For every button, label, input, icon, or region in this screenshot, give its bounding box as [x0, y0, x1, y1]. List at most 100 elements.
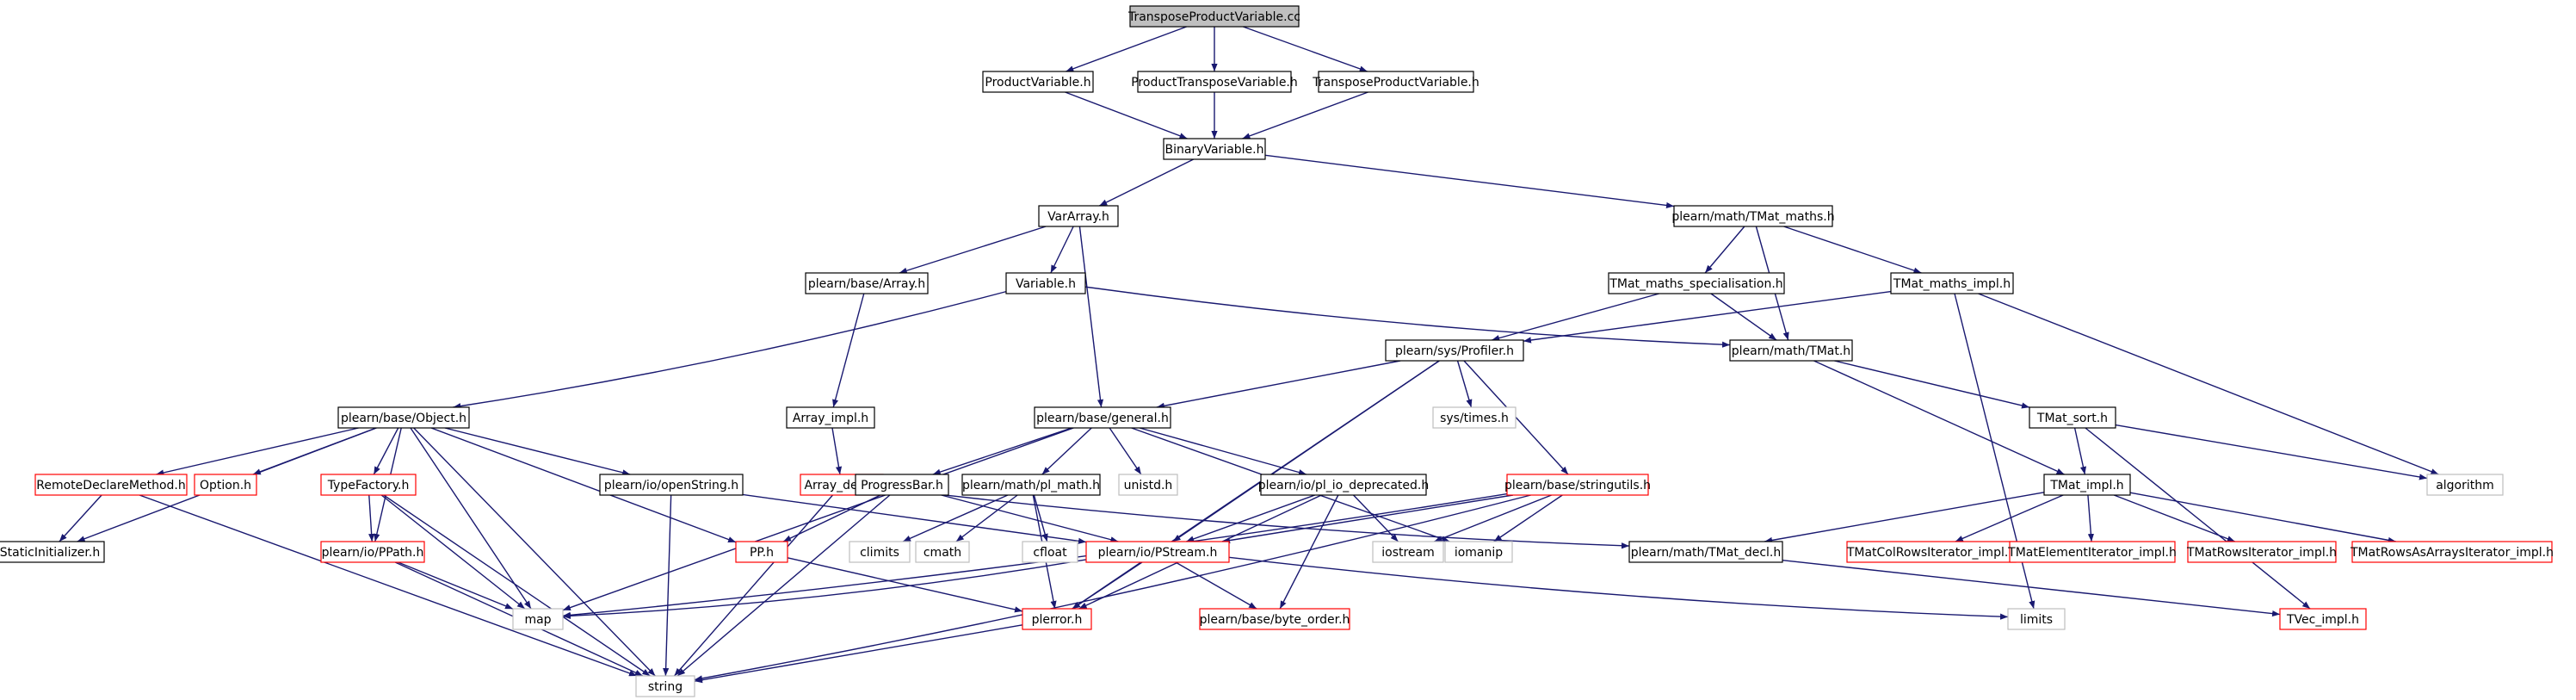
node-label: RemoteDeclareMethod.h: [36, 479, 185, 492]
node-plearn-io-ppath-h[interactable]: plearn/io/PPath.h: [320, 541, 425, 563]
edge-object-to-option: [252, 427, 377, 475]
node-box: [961, 474, 1101, 496]
node-box: [982, 71, 1094, 93]
node-label: TMatRowsIterator_impl.h: [2186, 546, 2337, 560]
node-box: [735, 541, 788, 563]
node-tmat-maths-impl-h[interactable]: TMat_maths_impl.h: [1890, 272, 2014, 294]
edge-root-to-transprodvar: [1243, 26, 1368, 72]
node-progressbar-h[interactable]: ProgressBar.h: [855, 474, 949, 496]
node-productvariable-h[interactable]: ProductVariable.h: [982, 71, 1094, 93]
node-plearn-io-pstream-h[interactable]: plearn/io/PStream.h: [1085, 541, 1230, 563]
edge-general-to-progressbar: [932, 427, 1072, 475]
node-box: [599, 474, 744, 496]
node-unistd-h: unistd.h: [1118, 474, 1178, 496]
node-box: [2187, 541, 2337, 563]
edge-productvar-to-binaryvar: [1065, 91, 1188, 139]
node-plearn-base-object-h[interactable]: plearn/base/Object.h: [337, 406, 470, 429]
node-tmat-sort-h[interactable]: TMat_sort.h: [2029, 406, 2116, 429]
node-tmat-impl-h[interactable]: TMat_impl.h: [2043, 474, 2131, 496]
node-box: [194, 474, 257, 496]
edge-general-to-plmath: [1041, 427, 1092, 475]
edge-tmatimpl-to-tmatdecl: [1764, 492, 2045, 543]
node-box: [1890, 272, 2014, 294]
node-typefactory-h[interactable]: TypeFactory.h: [320, 474, 417, 496]
node-transposeproductvariable-h[interactable]: TransposeProductVariable.h: [1312, 71, 1480, 93]
edge-tmatmaths-to-tmatspec: [1704, 226, 1745, 274]
edge-arraydecl-to-tmatdecl: [882, 487, 1630, 549]
node-plearn-math-tmat-maths-h[interactable]: plearn/math/TMat_maths.h: [1671, 205, 1835, 227]
node-plearn-io-pl-io-deprecated-h[interactable]: plearn/io/pl_io_deprecated.h: [1258, 474, 1430, 496]
node-box: [320, 541, 425, 563]
edge-pliodep-to-pstream: [1185, 494, 1316, 542]
node-pp-h[interactable]: PP.h: [735, 541, 788, 563]
edge-vararray-to-general: [1078, 226, 1104, 408]
edge-remotedecl-to-staticinit: [59, 494, 102, 542]
node-label: plearn/math/TMat_maths.h: [1671, 210, 1834, 224]
node-remotedeclaremethod-h[interactable]: RemoteDeclareMethod.h: [34, 474, 188, 496]
node-staticinitializer-h[interactable]: StaticInitializer.h: [0, 541, 105, 563]
edge-pstream-to-limits: [1228, 556, 2009, 620]
edge-tmat-to-tmatimpl: [1813, 360, 2065, 475]
node-plerror-h[interactable]: plerror.h: [1022, 608, 1092, 630]
node-array-impl-h[interactable]: Array_impl.h: [786, 406, 875, 429]
node-tmatelementiterator-impl-h[interactable]: TMatElementIterator_impl.h: [2007, 541, 2177, 563]
node-plearn-base-byte-order-h[interactable]: plearn/base/byte_order.h: [1199, 608, 1350, 630]
node-variable-h[interactable]: Variable.h: [1005, 272, 1086, 294]
node-box: [1118, 474, 1178, 496]
node-label: ProductVariable.h: [985, 76, 1090, 90]
node-plearn-math-pl-math-h[interactable]: plearn/math/pl_math.h: [961, 474, 1101, 496]
node-algorithm: algorithm: [2426, 474, 2504, 496]
node-tmatrowsiterator-impl-h[interactable]: TMatRowsIterator_impl.h: [2186, 541, 2337, 563]
edge-tmatsort-to-tvecimpl: [2085, 427, 2311, 610]
node-vararray-h[interactable]: VarArray.h: [1038, 205, 1119, 227]
node-label: plearn/base/stringutils.h: [1504, 479, 1651, 492]
edge-pph-to-plerror: [787, 557, 1023, 613]
node-plearn-base-general-h[interactable]: plearn/base/general.h: [1034, 406, 1171, 429]
edge-tmatimpl-to-colrows: [1955, 494, 2064, 542]
node-box: [1729, 339, 1853, 362]
node-box: [34, 474, 188, 496]
node-producttransposevariable-h[interactable]: ProductTransposeVariable.h: [1131, 71, 1298, 93]
node-plearn-base-array-h[interactable]: plearn/base/Array.h: [805, 272, 929, 294]
node-plearn-sys-profiler-h[interactable]: plearn/sys/Profiler.h: [1385, 339, 1524, 362]
node-box: [849, 541, 911, 563]
node-label: ProgressBar.h: [861, 479, 943, 492]
node-iostream: iostream: [1372, 541, 1444, 563]
node-box: [1260, 474, 1427, 496]
node-plearn-io-openstring-h[interactable]: plearn/io/openString.h: [599, 474, 744, 496]
node-label: plearn/base/byte_order.h: [1200, 613, 1350, 627]
node-label: TypeFactory.h: [327, 479, 410, 492]
node-plearn-math-tmat-h[interactable]: plearn/math/TMat.h: [1729, 339, 1853, 362]
node-label: plearn/io/pl_io_deprecated.h: [1258, 479, 1430, 492]
node-plearn-math-tmat-decl-h[interactable]: plearn/math/TMat_decl.h: [1628, 541, 1783, 563]
node-box: [805, 272, 929, 294]
node-tmatrowsasarraysiterator-impl-h[interactable]: TMatRowsAsArraysIterator_impl.h: [2350, 541, 2554, 563]
node-label: ProductTransposeVariable.h: [1131, 76, 1298, 90]
node-box: [1628, 541, 1783, 563]
edge-object-to-remotedecl: [156, 427, 359, 476]
node-iomanip: iomanip: [1444, 541, 1513, 563]
node-label: plearn/io/PStream.h: [1098, 546, 1218, 560]
edge-tmatspec-to-profiler: [1492, 293, 1659, 342]
node-label: StaticInitializer.h: [0, 546, 100, 560]
node-box: [1444, 541, 1513, 563]
node-transposeproductvariable-cc[interactable]: TransposeProductVariable.cc: [1127, 5, 1300, 28]
node-tmat-maths-specialisation-h[interactable]: TMat_maths_specialisation.h: [1608, 272, 1785, 294]
node-box: [2029, 406, 2116, 429]
node-label: limits: [2020, 613, 2053, 627]
node-label: plearn/io/openString.h: [604, 479, 738, 492]
node-tvec-impl-h[interactable]: TVec_impl.h: [2279, 608, 2367, 630]
node-tmatcolrowsiterator-impl-h[interactable]: TMatColRowsIterator_impl.h: [1846, 541, 2017, 563]
edge-pliodep-to-iostream: [1353, 494, 1399, 542]
node-box: [1129, 5, 1300, 28]
node-label: plearn/io/PPath.h: [322, 546, 424, 560]
node-plearn-base-stringutils-h[interactable]: plearn/base/stringutils.h: [1504, 474, 1651, 496]
edge-general-to-unistd: [1109, 427, 1142, 475]
node-binaryvariable-h[interactable]: BinaryVariable.h: [1163, 138, 1266, 160]
node-label: plearn/base/Array.h: [808, 277, 925, 291]
edge-variable-to-object: [453, 290, 1007, 410]
edge-plerror-to-string: [694, 624, 1023, 684]
node-option-h[interactable]: Option.h: [194, 474, 257, 496]
edge-object-to-map: [410, 427, 532, 610]
